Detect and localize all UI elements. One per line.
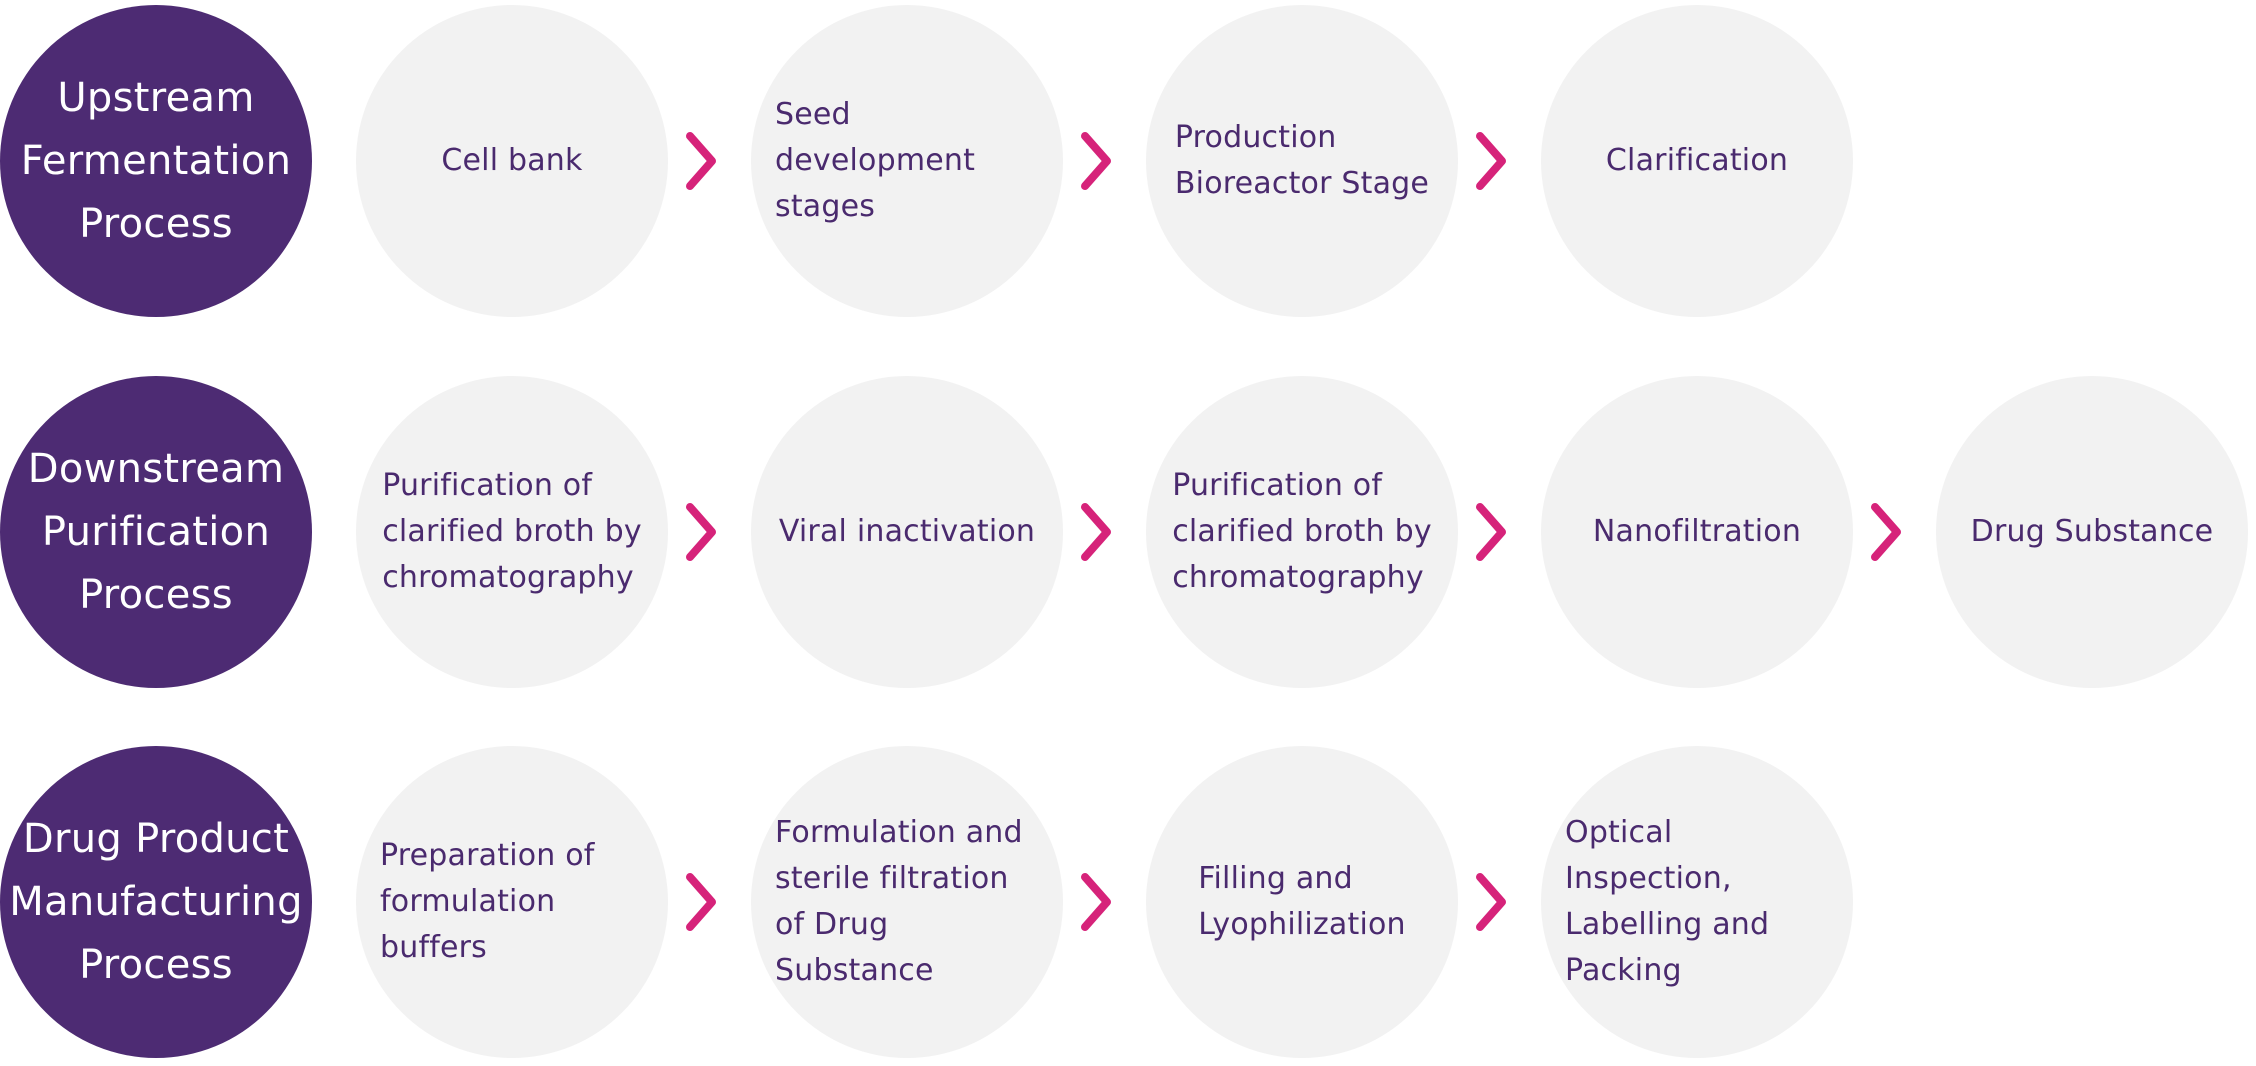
step-nanofiltration: Nanofiltration <box>1541 376 1853 688</box>
drug-product-row: Drug Product Manufacturing Process Prepa… <box>0 746 2256 1058</box>
step-label: Preparation of formulation buffers <box>380 838 595 965</box>
chevron-right-icon <box>684 501 720 563</box>
step-optical-inspection: Optical Inspection, Labelling and Packin… <box>1541 746 1853 1058</box>
upstream-header-label: Upstream Fermentation Process <box>20 74 292 247</box>
step-label: Filling and Lyophilization <box>1198 861 1406 942</box>
step-drug-substance: Drug Substance <box>1936 376 2248 688</box>
step-label: Nanofiltration <box>1592 514 1802 549</box>
chevron-right-icon <box>1079 501 1115 563</box>
step-label: Drug Substance <box>1970 514 2214 549</box>
step-formulation-filtration: Formulation and sterile filtration of Dr… <box>751 746 1063 1058</box>
downstream-header-label: Downstream Purification Process <box>27 445 285 618</box>
step-purification-1: Purification of clarified broth by chrom… <box>356 376 668 688</box>
step-preparation-buffers: Preparation of formulation buffers <box>356 746 668 1058</box>
step-viral-inactivation: Viral inactivation <box>751 376 1063 688</box>
chevron-right-icon <box>1869 501 1905 563</box>
chevron-right-icon <box>1474 501 1510 563</box>
step-label: Production Bioreactor Stage <box>1174 120 1430 201</box>
step-cell-bank: Cell bank <box>356 5 668 317</box>
step-label: Optical Inspection, Labelling and Packin… <box>1565 815 1770 988</box>
step-label: Formulation and sterile filtration of Dr… <box>775 815 1023 988</box>
downstream-header-circle: Downstream Purification Process <box>0 376 312 688</box>
step-filling-lyophilization: Filling and Lyophilization <box>1146 746 1458 1058</box>
drug-product-header-circle: Drug Product Manufacturing Process <box>0 746 312 1058</box>
step-label: Viral inactivation <box>778 514 1036 549</box>
chevron-right-icon <box>684 871 720 933</box>
step-label: Purification of clarified broth by chrom… <box>1172 468 1432 595</box>
step-production-bioreactor: Production Bioreactor Stage <box>1146 5 1458 317</box>
chevron-right-icon <box>1474 130 1510 192</box>
drug-product-header-label: Drug Product Manufacturing Process <box>9 815 303 988</box>
step-label: Cell bank <box>441 143 583 178</box>
upstream-row: Upstream Fermentation Process Cell bank … <box>0 5 2256 317</box>
step-clarification: Clarification <box>1541 5 1853 317</box>
chevron-right-icon <box>684 130 720 192</box>
step-seed-development: Seed development stages <box>751 5 1063 317</box>
chevron-right-icon <box>1079 130 1115 192</box>
step-label: Clarification <box>1605 143 1789 178</box>
step-label: Purification of clarified broth by chrom… <box>382 468 642 595</box>
upstream-header-circle: Upstream Fermentation Process <box>0 5 312 317</box>
chevron-right-icon <box>1079 871 1115 933</box>
chevron-right-icon <box>1474 871 1510 933</box>
step-purification-2: Purification of clarified broth by chrom… <box>1146 376 1458 688</box>
downstream-row: Downstream Purification Process Purifica… <box>0 376 2256 688</box>
step-label: Seed development stages <box>775 97 976 224</box>
